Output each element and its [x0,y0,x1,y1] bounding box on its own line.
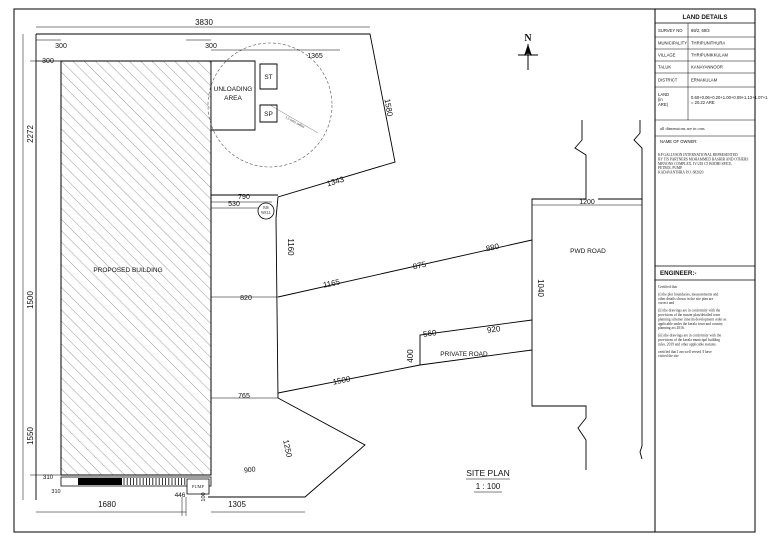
row-key: MUNICIPALITY [658,41,687,46]
title-block: LAND DETAILS SURVEY NO 69/2, 69/3 MUNICI… [655,9,768,358]
building-steps [61,477,211,486]
engineer-certificate: Certified that (i) the plot boundaries, m… [658,285,727,358]
dim-1305: 1305 [228,500,246,509]
dim-1040: 1040 [536,279,545,297]
dim-400: 400 [406,349,415,363]
unloading-label-line1: UNLOADING [214,86,253,93]
row-value: KANAYANNOOR [691,65,723,70]
dim-100: 100 [201,492,207,501]
owner-line: BY ITS PARTNERS MOHAMMED BASHIR AND OTHE… [658,157,748,161]
scale-label: 1 : 100 [476,482,501,491]
dim-1160: 1160 [286,238,295,256]
owner-line: KADAVANTHRA P.O. 682020 [658,171,704,175]
well-label-line2: WELL [261,211,271,215]
pwd-road-label: PWD ROAD [570,248,606,255]
clearance-radius [208,43,332,167]
dim-2272: 2272 [26,125,35,143]
dim-310b: 310 [51,489,60,495]
unloading-area: UNLOADING AREA [211,61,255,130]
pwd-road [532,120,642,470]
private-road-label: PRIVATE ROAD [440,351,488,358]
dim-820: 820 [240,295,252,302]
owner-line: KP GALLYSON INTERNATIONAL REPRESENTED [658,153,738,157]
pump: PUMP [187,479,209,494]
dim-1680: 1680 [98,500,116,509]
dim-1550: 1550 [26,427,35,445]
well-label-line1: BIS [263,206,269,210]
well: BIS WELL [258,203,274,219]
dim-3830: 3830 [195,18,213,27]
dim-1250: 1250 [281,439,294,459]
soak-pit: SP [260,105,277,122]
dimension-texts: 3830 300 300 300 1365 1580 1343 790 530 … [26,18,595,509]
row-key: TALUK [658,65,671,70]
engineer-heading: ENGINEER:- [660,270,696,277]
septic-tank: ST [260,64,277,89]
land-details-table [655,23,755,120]
row-value: THRIPUNIKKULAM [691,53,729,58]
row-value: 0.60+0.06+0.20+1.00+0.09+1.13+1.07+1.73+… [691,95,768,105]
dim-900: 900 [244,466,256,474]
dim-446: 446 [175,492,186,499]
owner-line: PETROL PUMP [658,166,682,170]
dim-1165: 1165 [322,277,341,289]
dim-1500-left: 1500 [26,291,35,309]
row-key: SURVEY NO [658,28,683,33]
septic-tank-label: ST [264,74,272,81]
building-label: PROPOSED BUILDING [93,267,162,274]
dim-1500-road: 1500 [332,374,352,386]
dim-560: 560 [423,328,438,339]
dim-1343: 1343 [326,175,346,189]
site-plan-label: SITE PLAN [466,468,509,478]
dim-765: 765 [238,393,250,400]
dimension-lines [23,27,642,516]
row-value: THRIPUNITHURA [691,41,725,46]
plot-boundary [36,34,532,500]
engineer-line: Certified that [658,285,677,289]
dim-875: 875 [412,260,427,272]
owner-address: KP GALLYSON INTERNATIONAL REPRESENTEDBY … [658,153,748,175]
dim-1200: 1200 [579,199,595,206]
dimensions-note: all dimensions are in cms [660,126,705,131]
dim-1365: 1365 [307,53,323,60]
engineer-line: (i) the plot boundaries, measurements an… [658,292,718,305]
north-label: N [524,33,532,44]
sheet-border [14,9,755,532]
owner-line: MENONS COMPLEX, IV/218 C5 BODHI SPICE, [658,162,732,167]
dim-300-side: 300 [42,58,54,65]
row-key: DISTRICT [658,78,678,83]
row-key: VILLAGE [658,53,676,58]
proposed-building [61,61,211,475]
owner-heading: NAME OF OWNER: [660,139,697,144]
dim-1580: 1580 [382,98,394,118]
land-details-heading: LAND DETAILS [683,14,728,21]
row-value: 69/2, 69/3 [691,28,710,33]
dim-300-left: 300 [55,43,67,50]
dim-920: 920 [487,324,502,335]
dim-310: 310 [43,475,54,481]
site-plan-title: SITE PLAN 1 : 100 [466,468,510,492]
radius-label: 1.5 mtrs radius [285,115,306,129]
dim-530: 530 [228,201,240,208]
soak-pit-label: SP [264,111,273,118]
engineer-line: (iii) the drawings are in conformity wit… [658,334,722,348]
dim-880: 880 [485,242,500,254]
north-arrow: N [518,33,538,70]
pump-label: PUMP [192,484,205,489]
dim-790: 790 [238,194,250,201]
row-value: ERNAKULAM [691,78,718,83]
unloading-label-line2: AREA [224,95,242,102]
engineer-line: (ii) the drawings are in conformity with… [658,309,727,331]
dim-300-right: 300 [205,43,217,50]
